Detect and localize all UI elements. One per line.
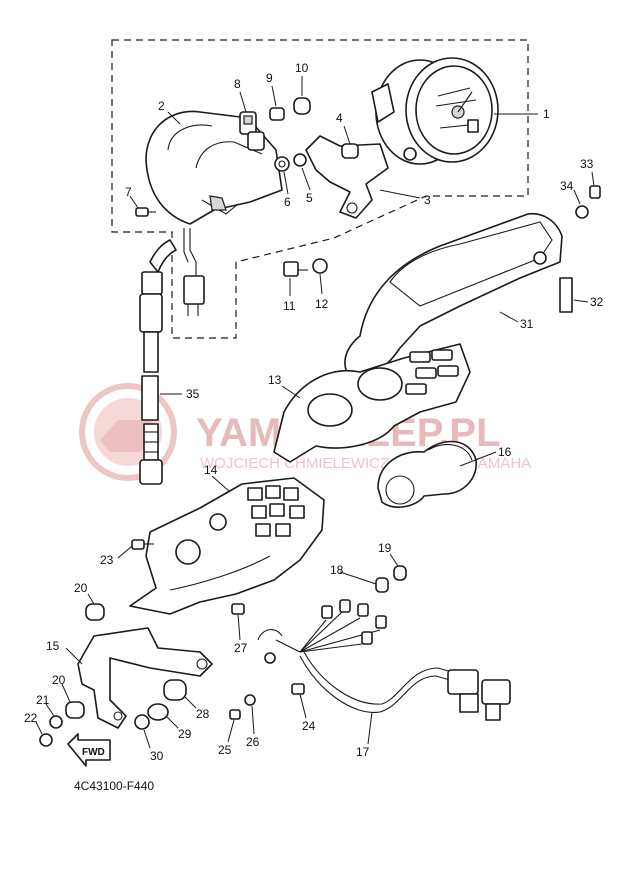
callout-1: 1 xyxy=(543,107,550,121)
callout-29: 29 xyxy=(178,727,192,741)
fwd-label: FWD xyxy=(82,747,105,758)
callout-33: 33 xyxy=(580,157,594,171)
meter-housing xyxy=(145,110,283,225)
callout-11: 11 xyxy=(283,299,296,313)
callout-8: 8 xyxy=(234,77,241,91)
meter-bracket xyxy=(274,135,389,219)
trim-strip-32 xyxy=(559,277,573,313)
callout-21: 21 xyxy=(36,693,50,707)
callout-34: 34 xyxy=(560,179,574,193)
callout-5: 5 xyxy=(306,191,313,205)
callout-18: 18 xyxy=(330,563,344,577)
callout-14: 14 xyxy=(204,463,218,477)
leader-lines xyxy=(35,76,595,749)
callout-22: 22 xyxy=(24,711,38,725)
callout-12: 12 xyxy=(315,297,329,311)
screw-23 xyxy=(131,539,154,550)
washer-12 xyxy=(312,258,328,274)
callout-6: 6 xyxy=(284,195,291,209)
callout-7: 7 xyxy=(125,185,132,199)
callout-19: 19 xyxy=(378,541,392,555)
bulb-18-19 xyxy=(375,565,407,593)
meter-case xyxy=(129,477,325,615)
screw-7 xyxy=(135,207,156,217)
bolt-11 xyxy=(283,261,308,277)
callout-10: 10 xyxy=(295,61,309,75)
callout-35: 35 xyxy=(186,387,200,401)
callout-25: 25 xyxy=(218,743,232,757)
speedometer-cable xyxy=(139,239,177,485)
bulb-sockets xyxy=(239,97,311,151)
callout-2: 2 xyxy=(158,99,165,113)
assembly-boundary xyxy=(111,39,529,339)
meter-cable xyxy=(183,228,205,316)
callout-9: 9 xyxy=(266,71,273,85)
screw-33-washer-34 xyxy=(575,185,601,219)
callout-4: 4 xyxy=(336,111,343,125)
screw-27 xyxy=(231,603,245,615)
meter-cover xyxy=(344,212,563,377)
diagram-code: 4C43100-F440 xyxy=(74,779,154,793)
callouts: 1 2 3 4 5 6 7 8 9 10 11 12 13 14 15 16 1… xyxy=(24,61,604,763)
callout-27: 27 xyxy=(234,641,248,655)
dampers-nuts xyxy=(39,603,187,747)
callout-30: 30 xyxy=(150,749,164,763)
callout-13: 13 xyxy=(268,373,282,387)
meter-assembly xyxy=(371,57,499,165)
callout-16: 16 xyxy=(498,445,512,459)
callout-23: 23 xyxy=(100,553,114,567)
callout-17: 17 xyxy=(356,745,370,759)
meter-panel xyxy=(273,343,471,463)
meter-stay xyxy=(77,627,213,729)
callout-20-upper: 20 xyxy=(74,581,88,595)
callout-15: 15 xyxy=(46,639,60,653)
callout-31: 31 xyxy=(520,317,534,331)
wire-harness xyxy=(257,599,511,721)
screws-24-25-26 xyxy=(229,683,305,720)
callout-28: 28 xyxy=(196,707,210,721)
callout-32: 32 xyxy=(590,295,604,309)
callout-20-lower: 20 xyxy=(52,673,66,687)
callout-3: 3 xyxy=(424,193,431,207)
callout-26: 26 xyxy=(246,735,260,749)
callout-24: 24 xyxy=(302,719,316,733)
fwd-arrow-icon: FWD xyxy=(67,733,111,767)
